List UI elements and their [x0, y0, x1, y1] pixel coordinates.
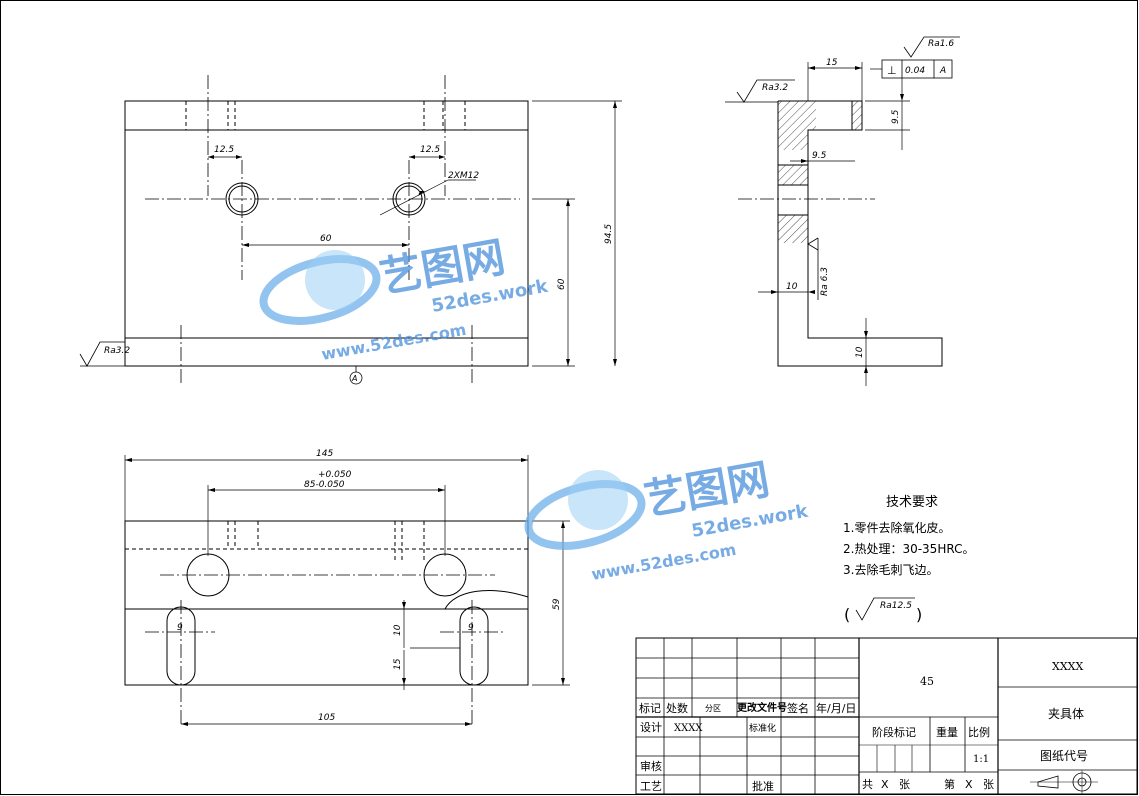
- tb-weight: 重量: [936, 725, 958, 739]
- tech-title: 技术要求: [886, 495, 938, 510]
- dim-10-vertical: 10: [855, 346, 865, 358]
- dim-thread: 2XM12: [448, 171, 479, 181]
- roughness-general-open: (: [844, 605, 850, 624]
- dim-9-5-vertical: 9.5: [891, 109, 901, 124]
- dim-slot-right: 9: [468, 623, 474, 633]
- watermark-url-top-2: www.52des.com: [320, 320, 468, 364]
- top-view: [124, 455, 570, 726]
- tb-no-x: X: [965, 778, 973, 791]
- title-block: [635, 637, 1138, 795]
- tb-total-x: X: [881, 778, 889, 791]
- dim-9-5-horizontal: 9.5: [812, 151, 827, 161]
- tb-sheets: 张: [899, 778, 910, 791]
- dim-15-slot: 15: [393, 658, 403, 670]
- dim-slot-left: 9: [177, 623, 183, 633]
- dim-94-5: 94.5: [604, 224, 614, 244]
- roughness-side: Ra3.2: [762, 83, 788, 93]
- tb-count: 处数: [666, 702, 688, 715]
- roughness-frame: Ra1.6: [928, 39, 954, 49]
- tb-docno: 更改文件号: [737, 701, 787, 714]
- tech-item-2: 2.热处理：30-35HRC。: [843, 542, 974, 556]
- perp-datum: A: [939, 66, 946, 76]
- tb-mark: 标记: [639, 701, 661, 715]
- roughness-general-symbol: [855, 597, 915, 621]
- dim-12-5-right: 12.5: [420, 145, 440, 155]
- roughness-left: Ra3.2: [104, 346, 130, 356]
- watermark-top: 艺图网 52des.work www.52des.com: [259, 232, 550, 364]
- tb-no: 第: [944, 777, 955, 791]
- datum-a-label: A: [351, 374, 357, 383]
- tb-designer: XXXX: [674, 723, 703, 734]
- dim-85: 85-0.050: [304, 480, 345, 490]
- tb-ratio: 比例: [968, 725, 990, 739]
- perp-symbol: ⊥: [887, 64, 897, 77]
- watermark-bottom: 艺图网 52des.work www.52des.com: [524, 454, 810, 584]
- perp-tolerance: 0.04: [905, 66, 925, 76]
- tb-partname: 夹具体: [1048, 707, 1084, 721]
- tb-review: 审核: [640, 759, 662, 773]
- tb-sign: 签名: [787, 701, 809, 715]
- dim-105: 105: [318, 713, 335, 723]
- dim-59: 59: [552, 598, 562, 610]
- dim-145: 145: [316, 449, 333, 459]
- front-view: [79, 75, 622, 386]
- roughness-6-3: Ra 6.3: [820, 267, 830, 296]
- dim-10-horizontal: 10: [786, 282, 798, 292]
- dim-12-5-left: 12.5: [214, 145, 234, 155]
- dim-15: 15: [826, 58, 838, 68]
- tb-total: 共: [862, 778, 873, 791]
- dim-60-horizontal: 60: [320, 234, 332, 244]
- tb-standard: 标准化: [749, 722, 776, 734]
- tb-date: 年/月/日: [816, 701, 856, 715]
- side-view: [725, 36, 960, 386]
- tb-scale: 1:1: [973, 754, 989, 765]
- tb-company: XXXX: [1052, 660, 1083, 673]
- watermark-url-bottom-2: www.52des.com: [590, 540, 738, 584]
- tb-approve: 批准: [752, 779, 774, 793]
- tb-sheet: 张: [983, 778, 994, 791]
- tb-zone: 分区: [705, 704, 721, 713]
- tb-design: 设计: [640, 721, 662, 734]
- tb-material: 45: [920, 675, 934, 688]
- roughness-general-close: ): [916, 605, 922, 624]
- dim-10-slot: 10: [393, 624, 403, 636]
- tb-process: 工艺: [640, 780, 662, 793]
- dim-60-vertical: 60: [557, 278, 567, 290]
- tech-item-1: 1.零件去除氧化皮。: [843, 520, 950, 535]
- tech-item-3: 3.去除毛刺飞边。: [843, 562, 938, 577]
- roughness-general: Ra12.5: [880, 601, 912, 611]
- dim-85-upper-tolerance: +0.050: [318, 470, 352, 480]
- tb-stage: 阶段标记: [872, 725, 916, 739]
- tb-drawingno: 图纸代号: [1040, 749, 1088, 763]
